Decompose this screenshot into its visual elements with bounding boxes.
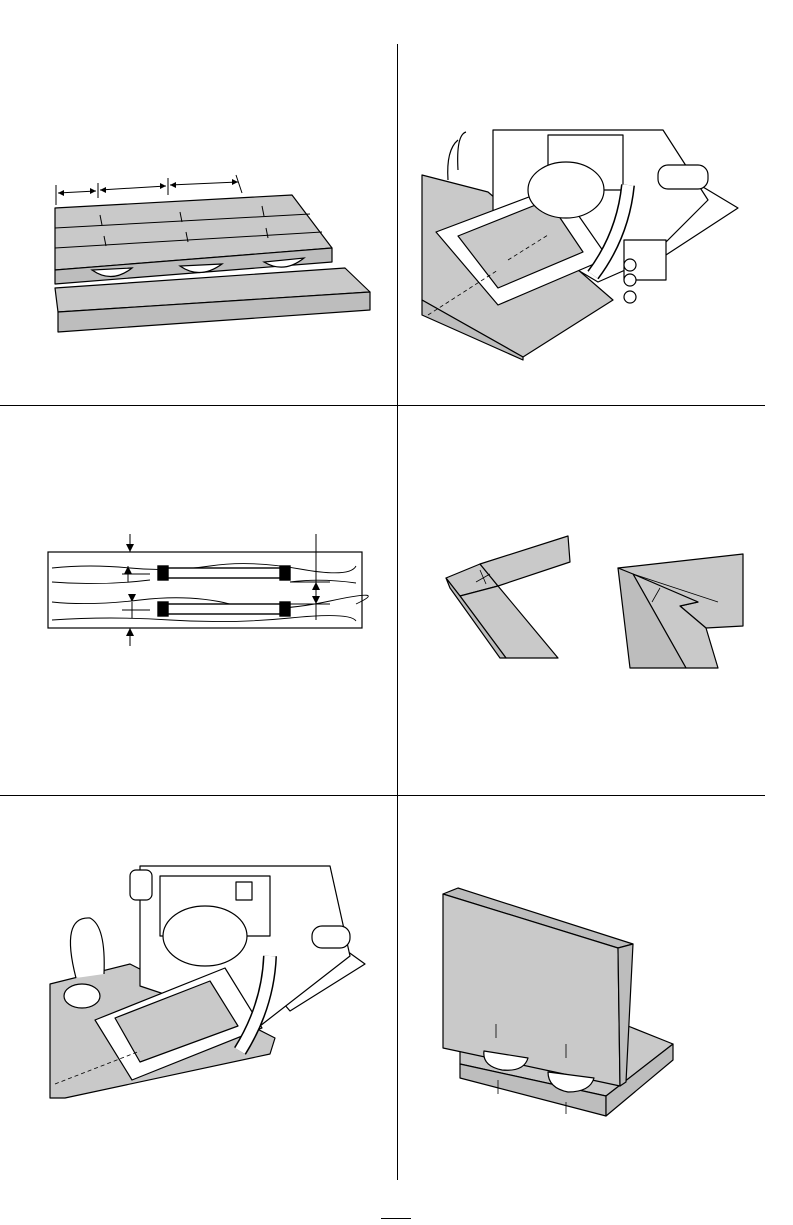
figure-joiner-on-panel (0, 796, 397, 1180)
t-joint-drawing (398, 796, 765, 1180)
figure-edge-joint (0, 0, 397, 405)
double-biscuit-drawing (0, 406, 397, 795)
joiner-alignment-drawing (398, 0, 765, 405)
figure-t-joint (398, 796, 765, 1180)
edge-joint-drawing (0, 0, 397, 405)
figure-joiner-alignment (398, 0, 765, 405)
page-corner-mark (381, 1218, 411, 1219)
joiner-on-panel-drawing (0, 796, 397, 1180)
frame-miter-drawing (398, 406, 765, 795)
figure-frame-miter (398, 406, 765, 795)
figure-double-biscuit (0, 406, 397, 795)
